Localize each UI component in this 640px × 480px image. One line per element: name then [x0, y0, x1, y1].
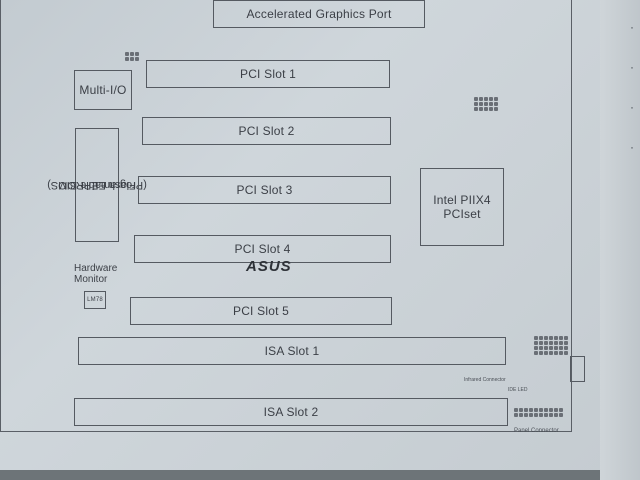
- isa-slot-1: ISA Slot 1: [78, 337, 506, 365]
- page-mark: ·: [630, 20, 634, 34]
- lm78-chip: LM78: [84, 291, 106, 309]
- connector-pins-right: [534, 336, 568, 355]
- panel-connector-label: Panel Connector: [514, 428, 559, 434]
- pci-slot-1-label: PCI Slot 1: [239, 67, 297, 81]
- agp-slot: Accelerated Graphics Port: [213, 0, 425, 28]
- intel-piix4-chip: Intel PIIX4 PCIset: [420, 168, 504, 246]
- isa-slot-1-label: ISA Slot 1: [264, 344, 320, 358]
- intel-pciset-label: PCIset: [443, 207, 481, 221]
- page-mark: ·: [630, 60, 634, 74]
- pci-slot-4: PCI Slot 4: [134, 235, 391, 263]
- motherboard-outline: [0, 0, 572, 432]
- isa-slot-2-label: ISA Slot 2: [263, 405, 319, 419]
- ide-led-label: IDE LED: [508, 387, 528, 393]
- pci-slot-5-label: PCI Slot 5: [232, 304, 290, 318]
- header-connector-top: [125, 52, 139, 61]
- agp-slot-label: Accelerated Graphics Port: [246, 7, 392, 21]
- pci-slot-1: PCI Slot 1: [146, 60, 390, 88]
- intel-piix4-label: Intel PIIX4: [433, 193, 491, 207]
- pci-slot-4-label: PCI Slot 4: [234, 242, 291, 256]
- flash-eeprom-chip: Flash EEPROM(Programable BIOS): [47, 128, 147, 242]
- pci-slot-3-label: PCI Slot 3: [236, 183, 293, 197]
- pci-slot-2-label: PCI Slot 2: [238, 124, 295, 138]
- page-mark: ·: [630, 100, 634, 114]
- next-page-edge: · · · ·: [600, 0, 640, 480]
- page-mark: ·: [630, 140, 634, 154]
- isa-slot-2: ISA Slot 2: [74, 398, 508, 426]
- pci-slot-5: PCI Slot 5: [130, 297, 392, 325]
- pci-slot-3: PCI Slot 3: [138, 176, 391, 204]
- infrared-connector-label: Infrared Connector: [464, 377, 506, 383]
- panel-connector-pins: [514, 408, 563, 417]
- multi-io-label: Multi-I/O: [79, 83, 127, 97]
- pci-slot-2: PCI Slot 2: [142, 117, 391, 145]
- asus-logo: ASUS: [246, 258, 292, 275]
- multi-io-chip: Multi-I/O: [74, 70, 132, 110]
- manual-page: Accelerated Graphics Port Multi-I/O PCI …: [0, 0, 610, 470]
- small-connector: [570, 356, 585, 382]
- jumper-block: [474, 97, 498, 111]
- lm78-label: LM78: [87, 297, 103, 303]
